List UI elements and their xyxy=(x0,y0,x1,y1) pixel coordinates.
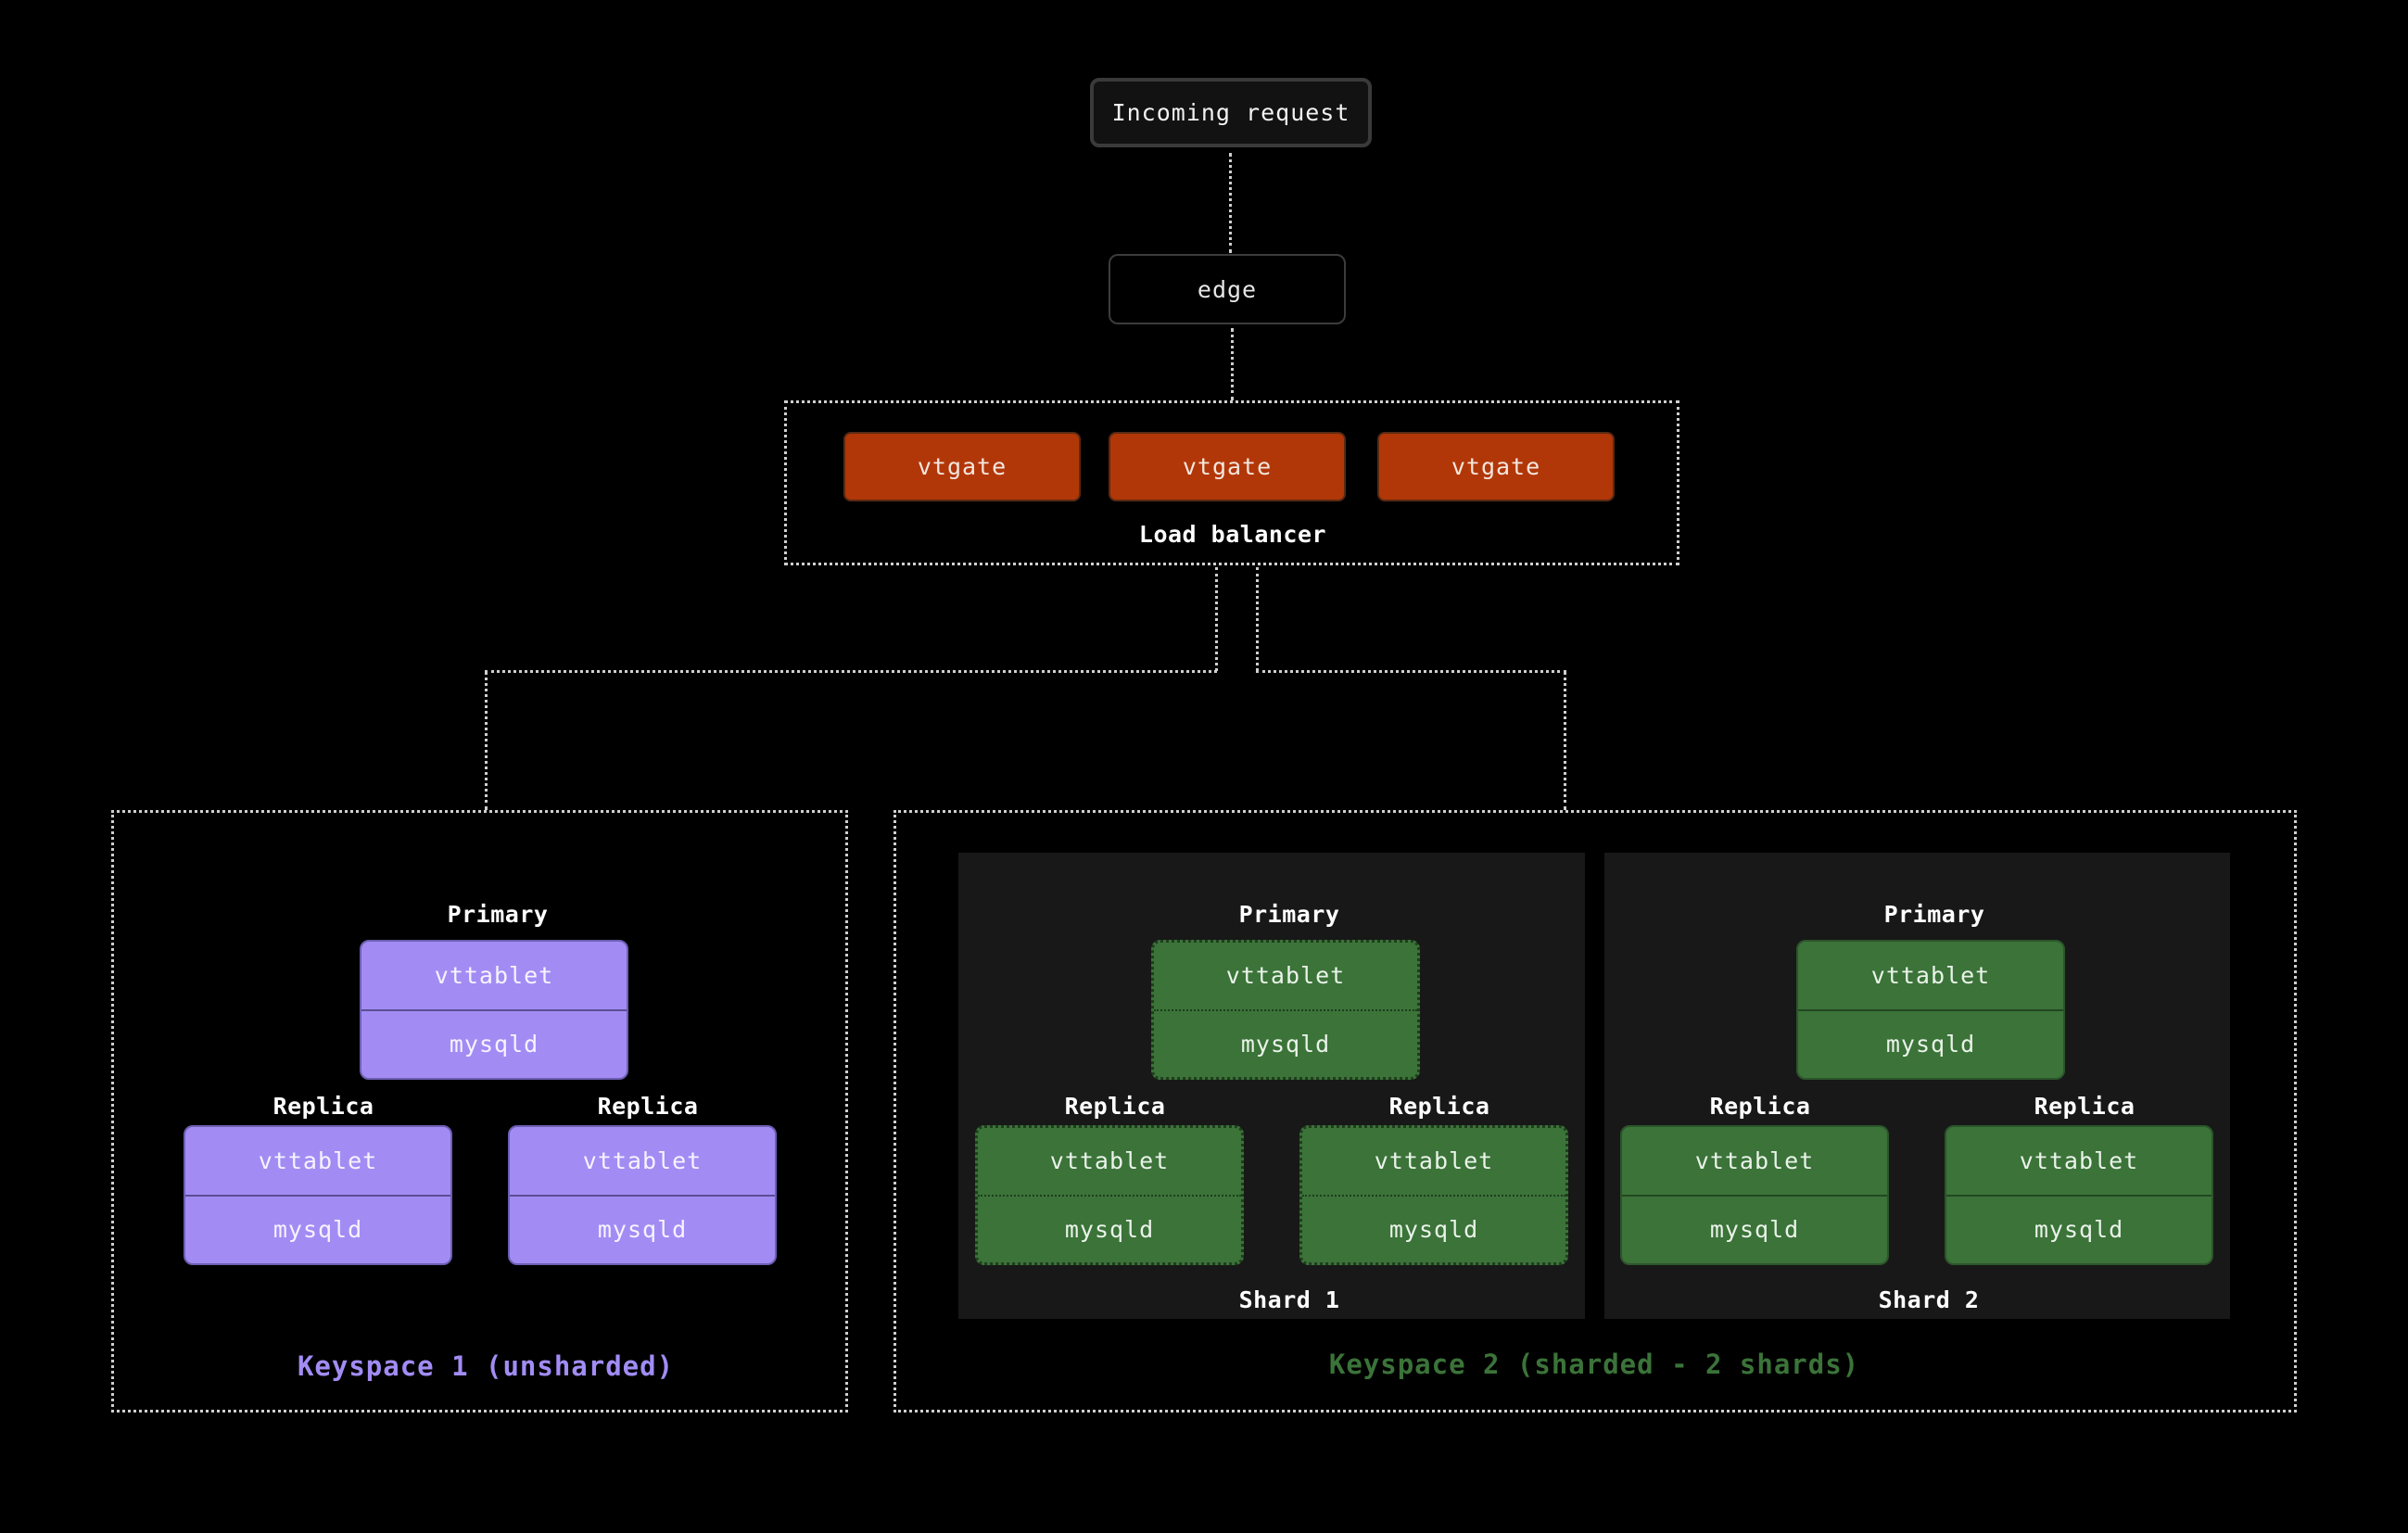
vttablet-cell: vttablet xyxy=(1154,943,1417,1011)
mysqld-cell: mysqld xyxy=(1388,1215,1479,1243)
mysqld-cell: mysqld xyxy=(449,1031,539,1058)
connector-lb-keyspace1-down xyxy=(1215,567,1218,671)
connector-lb-keyspace2-down xyxy=(1256,567,1259,671)
replica-label: Replica xyxy=(272,1092,374,1120)
vttablet-cell: vttablet xyxy=(1622,1127,1887,1197)
primary-label: Primary xyxy=(1238,900,1340,928)
connector-keyspace1-drop xyxy=(485,671,488,810)
keyspace1-replica-tablet: vttablet mysqld xyxy=(184,1125,452,1265)
vttablet-cell: vttablet xyxy=(510,1127,775,1197)
vttablet-cell: vttablet xyxy=(185,1127,450,1197)
keyspace1-group xyxy=(111,810,848,1413)
vttablet-cell: vttablet xyxy=(1798,942,2063,1011)
shard1-primary-tablet: vttablet mysqld xyxy=(1151,940,1420,1080)
replica-label: Replica xyxy=(2034,1092,2136,1120)
load-balancer-group xyxy=(784,400,1679,565)
incoming-request-box: Incoming request xyxy=(1090,78,1372,147)
load-balancer-label: Load balancer xyxy=(1138,520,1327,548)
mysqld-cell: mysqld xyxy=(272,1216,363,1244)
vttablet-cell: vttablet xyxy=(978,1128,1241,1197)
primary-label: Primary xyxy=(447,900,549,928)
mysqld-cell: mysqld xyxy=(1709,1216,1800,1244)
replica-label: Replica xyxy=(597,1092,699,1120)
shard2-replica-tablet: vttablet mysqld xyxy=(1945,1125,2213,1265)
vtgate-label: vtgate xyxy=(1182,453,1273,480)
vttablet-cell: vttablet xyxy=(1302,1128,1565,1197)
edge-label: edge xyxy=(1197,275,1258,303)
keyspace1-replica-tablet: vttablet mysqld xyxy=(508,1125,777,1265)
shard2-replica-tablet: vttablet mysqld xyxy=(1620,1125,1889,1265)
shard1-replica-tablet: vttablet mysqld xyxy=(1299,1125,1568,1265)
vtgate-box: vtgate xyxy=(1109,432,1346,501)
mysqld-cell: mysqld xyxy=(597,1216,688,1244)
connector-edge-lb xyxy=(1231,328,1234,400)
vtgate-label: vtgate xyxy=(1451,453,1541,480)
replica-label: Replica xyxy=(1709,1092,1811,1120)
mysqld-cell: mysqld xyxy=(1064,1215,1155,1243)
connector-lb-keyspace2-across xyxy=(1256,670,1566,673)
keyspace1-label: Keyspace 1 (unsharded) xyxy=(297,1350,675,1382)
edge-box: edge xyxy=(1109,254,1346,324)
replica-label: Replica xyxy=(1388,1092,1490,1120)
primary-label: Primary xyxy=(1883,900,1985,928)
shard1-replica-tablet: vttablet mysqld xyxy=(975,1125,1244,1265)
connector-lb-keyspace1-across xyxy=(485,670,1217,673)
mysqld-cell: mysqld xyxy=(2034,1216,2124,1244)
mysqld-cell: mysqld xyxy=(1885,1031,1976,1058)
connector-keyspace2-drop xyxy=(1564,671,1566,810)
vttablet-cell: vttablet xyxy=(361,942,627,1011)
shard1-label: Shard 1 xyxy=(1238,1286,1340,1313)
vtgate-label: vtgate xyxy=(917,453,1008,480)
mysqld-cell: mysqld xyxy=(1240,1030,1331,1058)
keyspace2-group xyxy=(893,810,2297,1413)
keyspace2-label: Keyspace 2 (sharded - 2 shards) xyxy=(1328,1349,1860,1380)
incoming-request-label: Incoming request xyxy=(1111,99,1350,126)
shard2-label: Shard 2 xyxy=(1878,1286,1980,1313)
keyspace1-primary-tablet: vttablet mysqld xyxy=(360,940,628,1080)
vtgate-box: vtgate xyxy=(843,432,1081,501)
replica-label: Replica xyxy=(1064,1092,1166,1120)
vttablet-cell: vttablet xyxy=(1946,1127,2212,1197)
shard2-primary-tablet: vttablet mysqld xyxy=(1796,940,2065,1080)
vtgate-box: vtgate xyxy=(1377,432,1615,501)
connector-request-edge xyxy=(1229,153,1232,253)
